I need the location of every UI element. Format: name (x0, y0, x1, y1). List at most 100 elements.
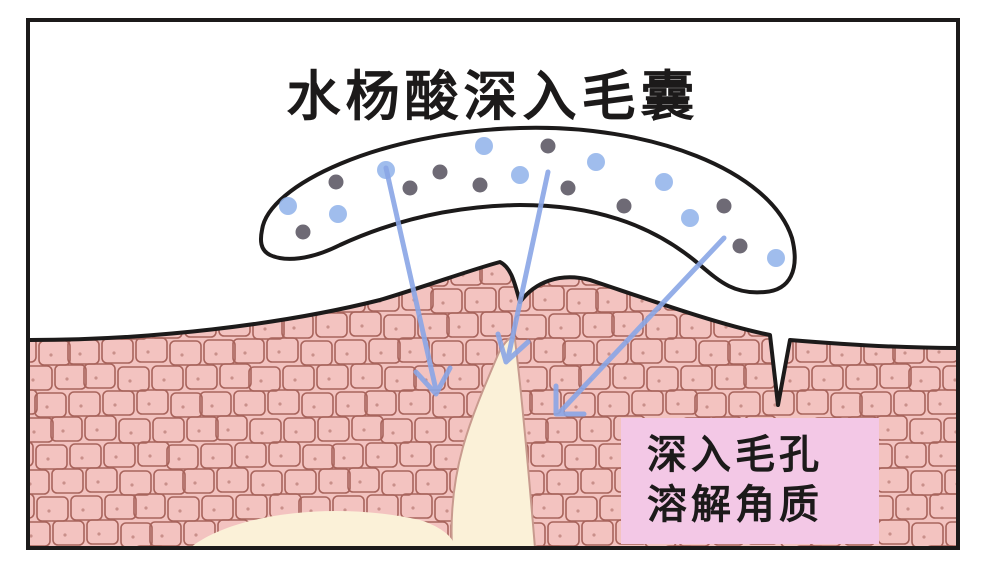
skin-cell (34, 392, 67, 418)
skin-cell (911, 522, 944, 546)
cell-dot (226, 428, 230, 432)
cell-dot (375, 403, 379, 407)
cell-dot (954, 430, 956, 434)
cell-dot (311, 353, 315, 357)
skin-cell (596, 339, 629, 365)
cell-dot (244, 403, 248, 407)
callout-line-2: 溶解角质 (647, 482, 823, 528)
callout-line-1: 深入毛孔 (647, 432, 823, 478)
skin-cell (30, 521, 51, 546)
acid-particle-blue (475, 137, 493, 155)
skin-cell (283, 417, 316, 443)
skin-cell (118, 418, 151, 444)
skin-cell (185, 364, 218, 390)
cell-dot (541, 454, 545, 458)
cell-dot (919, 379, 923, 383)
skin-cell (430, 288, 463, 314)
cell-dot (973, 457, 976, 460)
cell-dot (280, 506, 284, 510)
callout-box: 深入毛孔 溶解角质 (621, 418, 879, 544)
cell-dot (295, 482, 299, 486)
skin-cell (727, 339, 760, 365)
skin-cell (945, 521, 956, 546)
cell-dot (361, 376, 365, 380)
skin-cell (235, 494, 268, 520)
skin-cell (203, 548, 234, 564)
cell-dot (111, 559, 114, 562)
arrow-middle-head (495, 331, 531, 365)
cell-dot (475, 300, 479, 304)
cell-dot (674, 558, 677, 561)
skin-cell (368, 338, 401, 364)
cell-dot (410, 454, 414, 458)
cell-dot (940, 506, 944, 510)
skin-cell (579, 416, 612, 442)
cell-dot (259, 379, 263, 383)
skin-cell (300, 340, 333, 366)
skin-cell (233, 390, 266, 416)
skin-cell (83, 363, 116, 389)
cell-dot (181, 405, 185, 409)
cell-dot (114, 455, 118, 459)
cell-dot (213, 560, 216, 563)
skin-cell (52, 520, 85, 546)
skin-cell (863, 548, 894, 564)
skin-cell (30, 441, 34, 467)
skin-cell (962, 393, 986, 417)
skin-cell (830, 392, 863, 418)
cell-dot (806, 350, 810, 354)
skin-cell (796, 389, 829, 415)
skin-cell (630, 338, 663, 364)
cell-dot (197, 429, 201, 433)
skin-cell (84, 415, 117, 441)
cell-dot (920, 431, 924, 435)
skin-cell (70, 495, 103, 521)
cell-dot (30, 534, 33, 538)
acid-particle-gray (432, 164, 448, 180)
cell-dot (210, 404, 214, 408)
skin-cell (564, 444, 597, 470)
acid-particle-blue (511, 166, 529, 184)
cell-dot (771, 559, 774, 562)
skin-cell (38, 549, 69, 564)
arrow-left-head (413, 365, 453, 397)
cell-dot (31, 378, 35, 382)
skin-cell (646, 366, 679, 392)
cell-dot (593, 325, 597, 329)
skin-cell (665, 389, 698, 415)
diagram-title: 水杨酸深入毛囊 (286, 65, 700, 128)
cell-dot (243, 351, 247, 355)
skin-cell (300, 549, 331, 564)
skin-cell (30, 365, 53, 391)
skin-cell (894, 442, 927, 468)
cell-dot (32, 430, 36, 434)
cell-dot (937, 350, 941, 354)
cell-dot (193, 481, 197, 485)
skin-cell (200, 443, 233, 469)
skin-cell (103, 442, 136, 468)
cell-dot (841, 405, 845, 409)
skin-cell (182, 468, 215, 494)
cell-dot (409, 402, 413, 406)
skin-cell (365, 442, 398, 468)
cell-dot (938, 402, 942, 406)
cell-dot (212, 508, 216, 512)
skin-cell (698, 340, 731, 366)
cell-dot (558, 534, 562, 538)
cell-dot (642, 403, 646, 407)
cell-dot (526, 379, 530, 383)
cell-dot (457, 325, 461, 329)
skin-cell (54, 364, 87, 390)
skin-cell (50, 416, 83, 442)
skin-cell (432, 392, 465, 418)
cell-dot (130, 483, 134, 487)
acid-particle-gray (716, 198, 732, 214)
skin-cell (331, 443, 364, 469)
cell-dot (542, 506, 546, 510)
cell-dot (610, 508, 614, 512)
skin-cell (102, 390, 135, 416)
cell-dot (392, 483, 396, 487)
skin-cell (284, 469, 317, 495)
cell-dot (278, 402, 282, 406)
cell-dot (112, 351, 116, 355)
